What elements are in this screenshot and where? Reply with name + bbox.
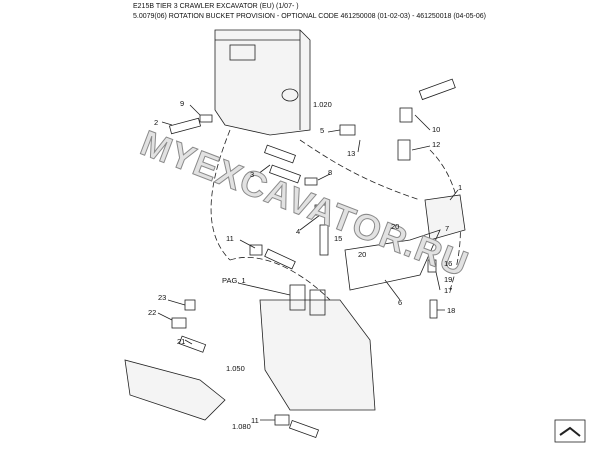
callout-label: 1.050 <box>226 364 245 373</box>
callout-label: 13 <box>347 149 356 158</box>
next-page-icon <box>554 419 586 443</box>
callout-label: 10 <box>432 125 441 134</box>
callout-label: 1.080 <box>232 422 251 431</box>
callout-label: 20 <box>391 222 400 231</box>
fittings <box>168 78 456 439</box>
callout-label: 7 <box>445 224 450 233</box>
callout-label: 11 <box>226 234 234 243</box>
callout-label: 1.020 <box>313 100 332 109</box>
callout-label: 20 <box>358 250 367 259</box>
callout-label: 16 <box>444 259 453 268</box>
callout-label: 18 <box>447 306 456 315</box>
callout-label: 9 <box>180 99 185 108</box>
callout-label: 17 <box>444 286 453 295</box>
callout-label: 8 <box>328 168 333 177</box>
callout-label: 11 <box>251 416 259 425</box>
hydraulic-tank-part <box>214 29 311 136</box>
callout-label: 6 <box>398 298 403 307</box>
callout-label: 12 <box>432 140 441 149</box>
callout-label: 3 <box>250 170 255 179</box>
page-reference-label[interactable]: PAG. 1 <box>222 276 246 285</box>
callout-label: 15 <box>334 234 343 243</box>
callout-label: 23 <box>158 293 167 302</box>
diagram-title: E215B TIER 3 CRAWLER EXCAVATOR (EU) (1/0… <box>133 3 299 10</box>
callout-label: 19 <box>444 275 453 284</box>
callout-label: 5 <box>320 126 325 135</box>
callout-label: 21 <box>177 337 186 346</box>
diagram-subtitle: 5.0079(06) ROTATION BUCKET PROVISION - O… <box>133 13 487 20</box>
callout-label: 2 <box>154 118 159 127</box>
callout-label: 4 <box>296 227 301 236</box>
callout-label: 22 <box>148 308 157 317</box>
callout-label: 1 <box>458 183 463 192</box>
